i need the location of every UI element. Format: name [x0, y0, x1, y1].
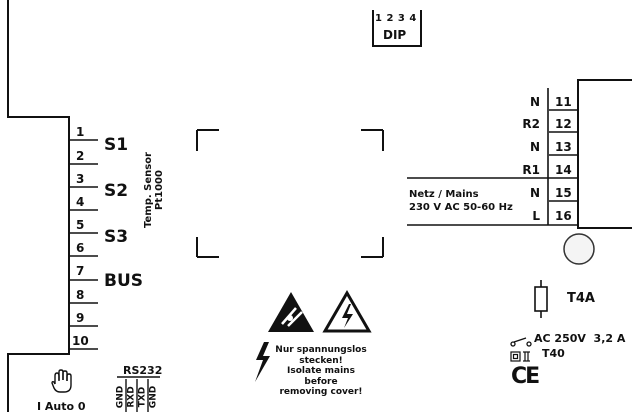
signal-s3: S3	[104, 227, 129, 247]
relay-rating: AC 250V 3,2 A	[534, 332, 626, 345]
terminal-4: 4	[76, 195, 85, 209]
fuse-icon	[534, 280, 548, 318]
protection-class-icon	[510, 348, 532, 362]
terminal-2: 2	[76, 149, 85, 163]
mains-label-line1: Netz / Mains	[409, 189, 479, 200]
rs232-title: RS232	[123, 364, 163, 377]
manual-mode-label: I Auto 0	[37, 400, 86, 413]
right-terminal-name-13: N	[529, 140, 540, 154]
right-terminal-num-16: 16	[555, 209, 572, 223]
rs232-pin-gnd-1: GND	[115, 385, 125, 408]
warning-line1: Nur spannungslos	[275, 345, 367, 355]
lightning-icon	[252, 342, 274, 382]
fuse-label: T4A	[567, 291, 595, 306]
mains-label-line2: 230 V AC 50-60 Hz	[409, 202, 513, 213]
right-terminal-name-16: L	[532, 209, 540, 223]
terminal-7: 7	[76, 264, 85, 278]
rs232-pin-gnd-2: GND	[148, 385, 158, 408]
signal-s1: S1	[104, 135, 129, 155]
warning-line3: Isolate mains before	[287, 366, 355, 387]
sensor-label-line1: Temp. Sensor	[143, 152, 154, 228]
relay-contact-icon	[510, 333, 534, 347]
right-terminal-num-15: 15	[555, 186, 572, 200]
ce-mark: CE	[511, 364, 540, 389]
signal-bus: BUS	[104, 271, 144, 291]
right-terminal-num-13: 13	[555, 140, 572, 154]
terminal-8: 8	[76, 288, 85, 302]
terminal-5: 5	[76, 218, 85, 232]
hand-icon	[50, 368, 74, 394]
adjust-knob[interactable]	[563, 233, 595, 265]
dip-label: DIP	[383, 28, 407, 42]
terminal-9: 9	[76, 311, 85, 325]
terminal-3: 3	[76, 172, 85, 186]
right-terminal-num-11: 11	[555, 95, 572, 109]
sensor-label-line2: Pt1000	[154, 170, 165, 210]
dip-numbers: 1 2 3 4	[375, 13, 417, 24]
warning-line4: removing cover!	[279, 387, 363, 397]
right-terminal-name-15: N	[529, 186, 540, 200]
terminal-6: 6	[76, 241, 85, 255]
rs232-pin-rxd: RXD	[126, 385, 136, 408]
warning-line2: stecken!	[299, 355, 343, 366]
right-terminal-name-12: R2	[522, 117, 540, 131]
right-terminal-num-12: 12	[555, 117, 572, 131]
rs232-pin-txd: TXD	[137, 386, 147, 407]
high-voltage-warning-icon	[322, 290, 372, 334]
terminal-1: 1	[76, 125, 85, 139]
sensor-label: Temp. Sensor Pt1000	[134, 150, 174, 230]
signal-s2: S2	[104, 181, 129, 201]
right-terminal-num-14: 14	[555, 163, 572, 177]
right-terminal-name-14: R1	[522, 163, 540, 177]
temp-rating: T40	[542, 347, 565, 360]
right-terminal-name-11: N	[529, 95, 540, 109]
warning-text: Nur spannungslos stecken! Isolate mains …	[272, 345, 370, 398]
terminal-10: 10	[72, 334, 89, 348]
esd-warning-icon	[266, 290, 316, 334]
